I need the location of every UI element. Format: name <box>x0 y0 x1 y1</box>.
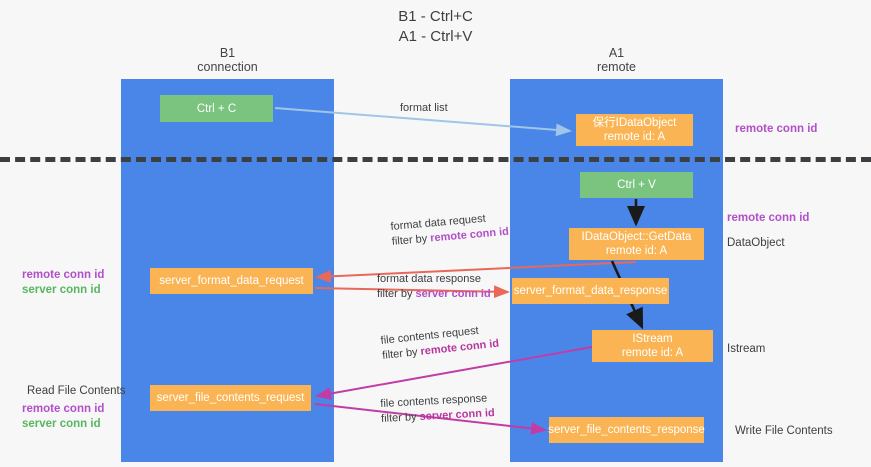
annotation-left-server-conn-id-1: server conn id <box>22 284 101 296</box>
node-istream-sub: remote id: A <box>621 347 684 359</box>
annotation-istream-text: Istream <box>727 343 766 355</box>
annotation-remote-conn-id-top-text: remote conn id <box>735 123 818 135</box>
node-idataobject-sub: remote id: A <box>603 131 666 143</box>
node-ctrl-v-label: Ctrl + V <box>617 179 656 191</box>
page-title: B1 - Ctrl+C A1 - Ctrl+V <box>0 7 871 47</box>
filter-prefix: filter by <box>381 345 422 362</box>
annotation-write-file-contents: Write File Contents <box>735 424 833 439</box>
annotation-remote-conn-id-mid: remote conn id <box>727 211 809 226</box>
node-server-file-contents-response[interactable]: server_file_contents_response <box>548 417 705 443</box>
node-ctrl-c-label: Ctrl + C <box>196 102 237 115</box>
node-idataobject[interactable]: 保行IDataObject remote id: A <box>576 114 693 146</box>
annotation-left-remote-conn-id-2: remote conn id <box>22 403 105 415</box>
annotation-dataobject: DataObject <box>727 236 785 251</box>
edge-label-format-data-response-filter: filter by server conn id <box>377 287 491 302</box>
annotation-istream: Istream <box>727 342 765 357</box>
edge-label-file-contents-response: file contents response filter by server … <box>380 391 495 427</box>
edge-label-format-data-response-text: format data response <box>377 273 481 285</box>
column-header-a1: A1 remote <box>510 46 723 74</box>
annotation-left-conn-ids-top: remote conn id server conn id <box>22 268 104 298</box>
edge-label-format-list-text: format list <box>400 102 448 114</box>
node-idataobject-getdata-sub: remote id: A <box>605 245 668 257</box>
column-header-a1-name: A1 <box>608 46 625 60</box>
annotation-read-file-contents-text: Read File Contents <box>27 385 126 397</box>
annotation-left-server-conn-id-2: server conn id <box>22 418 101 430</box>
annotation-remote-conn-id-mid-text: remote conn id <box>727 212 810 224</box>
filter-prefix: filter by <box>380 410 420 425</box>
annotation-write-file-contents-text: Write File Contents <box>735 425 833 437</box>
node-server-file-contents-response-label: server_file_contents_response <box>548 424 705 436</box>
column-header-b1-name: B1 <box>219 46 236 60</box>
filter-prefix: filter by <box>391 232 431 248</box>
column-header-b1-subtitle: connection <box>197 60 258 74</box>
node-server-format-data-request-label: server_format_data_request <box>159 275 304 287</box>
filter-key: server conn id <box>419 407 496 423</box>
annotation-left-remote-conn-id-1: remote conn id <box>22 269 105 281</box>
node-server-format-data-response-label: server_format_data_response <box>513 285 668 297</box>
node-server-file-contents-request[interactable]: server_file_contents_request <box>150 385 311 411</box>
title-line-1: B1 - Ctrl+C <box>398 8 473 25</box>
column-header-a1-subtitle: remote <box>597 60 636 74</box>
node-istream-label: IStream <box>632 333 673 345</box>
filter-prefix: filter by <box>377 288 416 300</box>
node-ctrl-c[interactable]: Ctrl + C <box>160 95 273 122</box>
annotation-dataobject-text: DataObject <box>727 237 785 249</box>
annotation-remote-conn-id-top: remote conn id <box>735 122 817 137</box>
node-idataobject-getdata-label: IDataObject::GetData <box>581 231 692 243</box>
node-server-format-data-request[interactable]: server_format_data_request <box>150 268 313 294</box>
filter-key: server conn id <box>415 288 491 300</box>
annotation-left-conn-ids-bottom: remote conn id server conn id <box>22 402 104 432</box>
edge-label-format-data-request: format data request filter by remote con… <box>390 210 510 250</box>
node-server-format-data-response[interactable]: server_format_data_response <box>512 278 669 304</box>
title-line-2: A1 - Ctrl+V <box>398 28 473 45</box>
node-istream[interactable]: IStream remote id: A <box>592 330 713 362</box>
node-idataobject-getdata[interactable]: IDataObject::GetData remote id: A <box>569 228 704 260</box>
edge-label-format-data-response: format data response filter by server co… <box>377 272 491 302</box>
column-header-b1: B1 connection <box>121 46 334 74</box>
node-server-file-contents-request-label: server_file_contents_request <box>156 392 305 404</box>
node-idataobject-label: 保行IDataObject <box>592 117 677 129</box>
edge-label-file-contents-request: file contents request filter by remote c… <box>380 322 500 364</box>
phase-divider <box>0 157 871 162</box>
node-ctrl-v[interactable]: Ctrl + V <box>580 172 693 198</box>
edge-label-format-list: format list <box>400 101 448 116</box>
annotation-read-file-contents: Read File Contents <box>27 384 125 399</box>
